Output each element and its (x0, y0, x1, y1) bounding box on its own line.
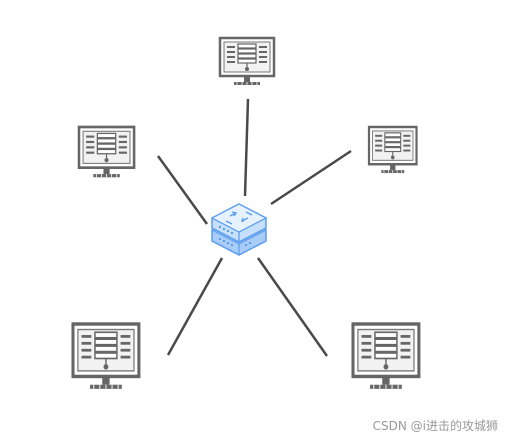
computer-upper-right-icon (367, 125, 418, 175)
computer-lower-left-icon (71, 322, 141, 391)
link-lower-right (256, 257, 329, 357)
link-top (243, 98, 250, 197)
links (156, 98, 352, 357)
computer-lower-right-icon (351, 322, 421, 391)
link-upper-left (156, 155, 209, 225)
link-lower-left (166, 257, 224, 356)
network-switch-icon (210, 203, 268, 256)
watermark-text: CSDN @i进击的攻城狮 (372, 419, 498, 433)
computer-top-icon (218, 36, 276, 87)
link-upper-right (270, 149, 352, 206)
computer-upper-left-icon (77, 125, 136, 179)
